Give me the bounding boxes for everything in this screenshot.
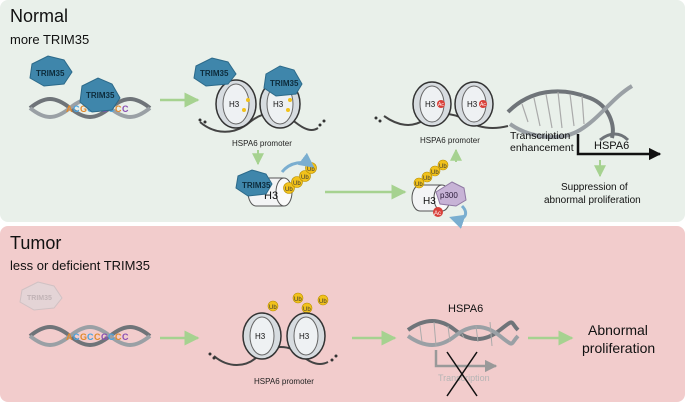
svg-text:H3: H3 — [264, 190, 278, 202]
h3-acetylation-p300: H3 p300 Ac Ub Ub Ub Ub — [411, 159, 468, 229]
curved-blue-arrow-ub — [280, 152, 315, 174]
transcription-enhancement-label-2: enhancement — [510, 142, 574, 154]
svg-text:Ub: Ub — [307, 167, 315, 173]
svg-text:C: C — [115, 104, 122, 114]
svg-text:Ac: Ac — [434, 211, 441, 217]
svg-text:H3: H3 — [255, 332, 266, 341]
trim35-protein-bound: TRIM35 — [79, 77, 121, 113]
normal-panel — [0, 0, 685, 222]
suppression-label-2: abnormal proliferation — [544, 195, 641, 206]
svg-text:TRIM35: TRIM35 — [27, 295, 52, 302]
svg-text:C: C — [87, 332, 94, 342]
svg-text:H3: H3 — [423, 196, 436, 207]
svg-text:TRIM35: TRIM35 — [86, 91, 115, 100]
svg-text:Ub: Ub — [431, 170, 439, 176]
svg-text:H3: H3 — [273, 100, 284, 109]
trim35-on-nucleosome-1: TRIM35 — [193, 57, 237, 87]
svg-text:Ub: Ub — [269, 305, 277, 311]
svg-text:C: C — [73, 332, 80, 342]
normal-subtitle: more TRIM35 — [10, 32, 89, 47]
svg-text:C: C — [122, 332, 129, 342]
svg-text:C: C — [73, 104, 80, 114]
normal-title: Normal — [10, 6, 68, 26]
svg-text:TRIM35: TRIM35 — [200, 69, 229, 78]
svg-text:C: C — [108, 332, 115, 342]
svg-text:Ub: Ub — [293, 181, 301, 187]
abnormal-label-2: proliferation — [582, 340, 655, 356]
svg-text:Ac: Ac — [480, 102, 486, 108]
svg-text:TRIM35: TRIM35 — [36, 69, 65, 78]
svg-text:Ub: Ub — [415, 182, 423, 188]
nucleosome-group-tumor: H3 H3 — [208, 312, 338, 366]
tumor-panel — [0, 226, 685, 402]
trim35-on-nucleosome-2: TRIM35 — [263, 65, 303, 97]
hspa6-gene-label-tumor: HSPA6 — [448, 303, 483, 315]
tumor-title: Tumor — [10, 233, 61, 253]
hspa6-promoter-label-3: HSPA6 promoter — [254, 377, 314, 386]
hspa6-gene-label-normal: HSPA6 — [594, 140, 629, 152]
svg-text:Ub: Ub — [319, 299, 327, 305]
svg-text:Ub: Ub — [285, 187, 293, 193]
curved-blue-arrow-p300 — [449, 204, 468, 229]
svg-text:G: G — [101, 332, 108, 342]
svg-text:Ac: Ac — [438, 102, 444, 108]
tumor-subtitle: less or deficient TRIM35 — [10, 258, 150, 273]
hspa6-promoter-label-2: HSPA6 promoter — [420, 136, 480, 145]
abnormal-label-1: Abnormal — [588, 322, 648, 338]
svg-text:C: C — [94, 332, 101, 342]
closed-dna-tumor — [406, 319, 520, 347]
ub-chain: Ub Ub Ub Ub — [283, 162, 317, 194]
suppression-label-1: Suppression of — [561, 182, 628, 193]
open-dna-transcription — [506, 84, 634, 142]
transcription-start-arrow — [576, 134, 662, 161]
free-ub-molecules: Ub Ub Ub Ub — [267, 292, 329, 314]
svg-text:Ub: Ub — [294, 297, 302, 303]
svg-text:H3: H3 — [425, 100, 436, 109]
svg-text:Ub: Ub — [301, 175, 309, 181]
svg-text:H3: H3 — [467, 100, 478, 109]
trim35-protein-free: TRIM35 — [29, 55, 73, 87]
svg-text:A: A — [66, 104, 73, 114]
transcription-enhancement-label-1: Transcription — [510, 130, 570, 142]
svg-text:TRIM35: TRIM35 — [242, 181, 271, 190]
svg-text:Ub: Ub — [439, 164, 447, 170]
nucleosome-group-acetylated: H3 Ac H3 Ac — [374, 81, 509, 129]
svg-text:C: C — [122, 104, 129, 114]
trim35-protein-faded: TRIM35 — [19, 281, 63, 311]
hspa6-promoter-label-1: HSPA6 promoter — [232, 139, 292, 148]
svg-text:A: A — [66, 332, 73, 342]
svg-text:H3: H3 — [299, 332, 310, 341]
svg-text:G: G — [80, 332, 87, 342]
svg-text:p300: p300 — [440, 191, 458, 200]
svg-text:C: C — [115, 332, 122, 342]
svg-text:G: G — [80, 104, 87, 114]
svg-text:Ub: Ub — [423, 176, 431, 182]
block-cross — [446, 351, 478, 397]
tumor-dna: A C G C C G C C C — [28, 325, 152, 347]
svg-text:Ub: Ub — [303, 307, 311, 313]
transcription-blocked-arrow — [434, 350, 498, 373]
h3-ubiquitination: H3 TRIM35 Ub Ub Ub Ub — [235, 152, 317, 207]
svg-text:H3: H3 — [229, 100, 240, 109]
svg-text:TRIM35: TRIM35 — [270, 79, 299, 88]
